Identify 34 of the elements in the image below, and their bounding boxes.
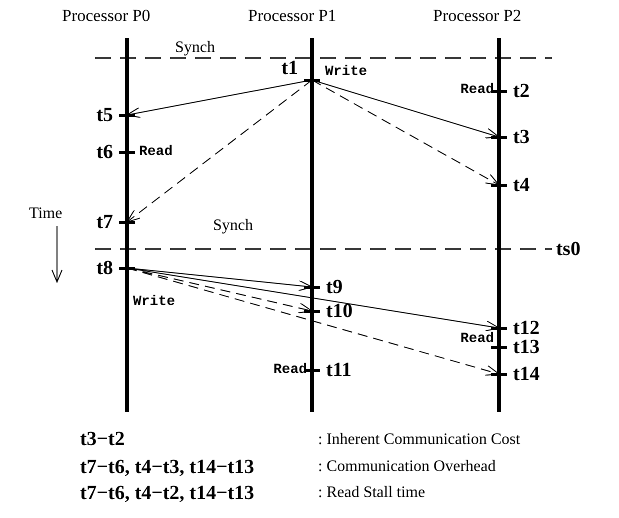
operation-label: Read [139, 144, 173, 160]
time-label: t2 [513, 80, 530, 102]
time-label: t10 [326, 300, 353, 322]
time-label: t7 [96, 211, 113, 233]
operation-label: Write [133, 294, 176, 310]
time-label: t4 [513, 174, 530, 196]
operation-label: Read [460, 82, 494, 98]
time-label: t9 [326, 276, 343, 298]
time-label: t8 [96, 257, 113, 279]
column-heading: Processor P1 [248, 6, 336, 26]
time-label: t12 [513, 317, 540, 339]
column-heading: Processor P0 [62, 6, 150, 26]
legend-description: : Inherent Communication Cost [318, 431, 520, 449]
legend-description: : Communication Overhead [318, 458, 496, 476]
interval-term: t7−t6, t4−t3, t14−t13 [80, 456, 254, 479]
axis-label: Time [29, 205, 62, 223]
time-label: t3 [513, 126, 530, 148]
interval-term: t3−t2 [80, 428, 125, 451]
interval-term: t7−t6, t4−t2, t14−t13 [80, 482, 254, 505]
sync-time-label: ts0 [556, 238, 580, 261]
time-label: t5 [96, 104, 113, 126]
operation-label: Write [325, 64, 368, 80]
legend-description: : Read Stall time [318, 484, 426, 502]
time-label: t13 [513, 336, 540, 358]
time-label: t14 [513, 363, 540, 385]
sync-label: Synch [175, 39, 215, 57]
time-label: t11 [326, 359, 352, 381]
operation-label: Read [273, 362, 307, 378]
sync-label: Synch [213, 217, 253, 235]
time-label: t1 [281, 57, 298, 79]
time-label: t6 [96, 141, 113, 163]
operation-label: Read [460, 331, 494, 347]
message-arrow [126, 80, 312, 222]
column-heading: Processor P2 [433, 6, 522, 26]
